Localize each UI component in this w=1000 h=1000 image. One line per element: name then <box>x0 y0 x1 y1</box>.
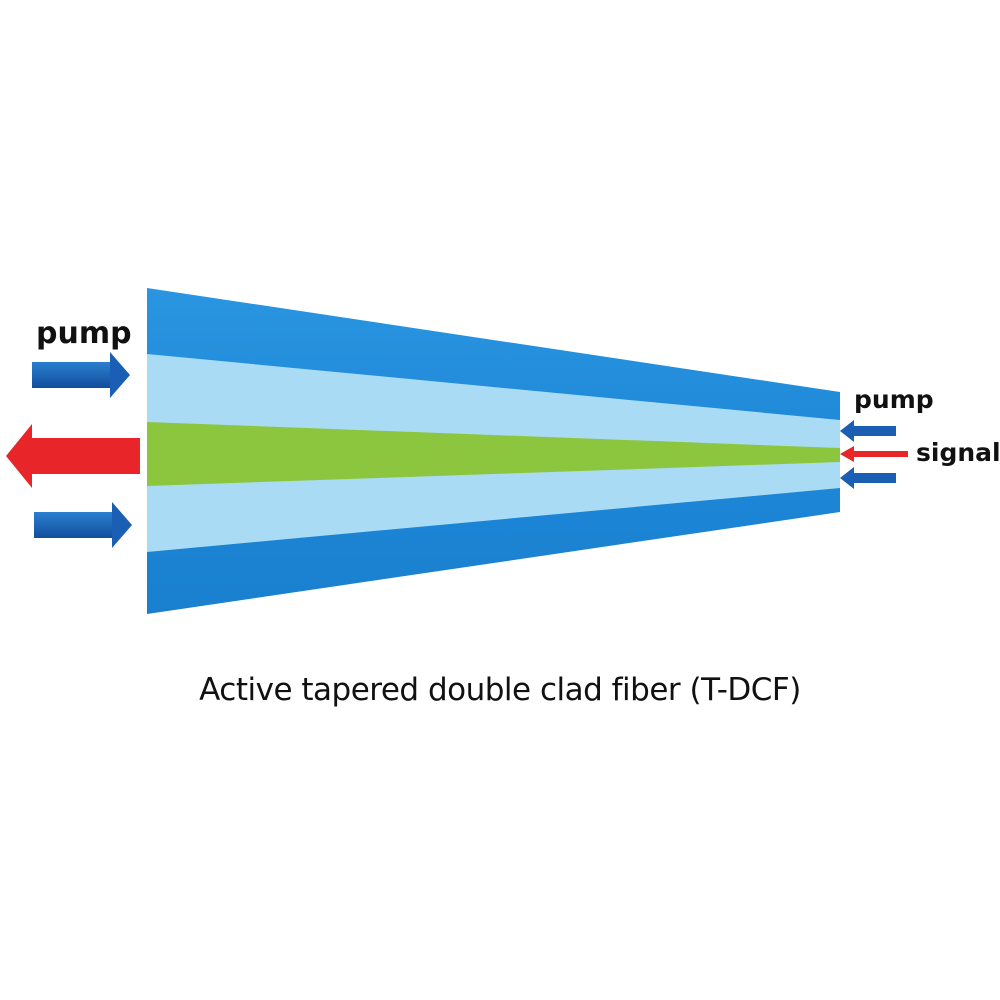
pump-label-right: pump <box>854 385 934 414</box>
signal-arrow-left <box>6 424 140 488</box>
pump-arrow-right-upper <box>840 420 896 442</box>
pump-label-left: pump <box>36 316 132 351</box>
signal-arrow-right <box>840 446 908 462</box>
pump-arrow-left-upper <box>32 352 130 398</box>
pump-arrow-left-lower <box>34 502 132 548</box>
signal-label: signal <box>916 438 1000 467</box>
diagram-caption: Active tapered double clad fiber (T-DCF) <box>199 672 801 708</box>
pump-arrow-right-lower <box>840 467 896 489</box>
active-core <box>147 422 840 486</box>
